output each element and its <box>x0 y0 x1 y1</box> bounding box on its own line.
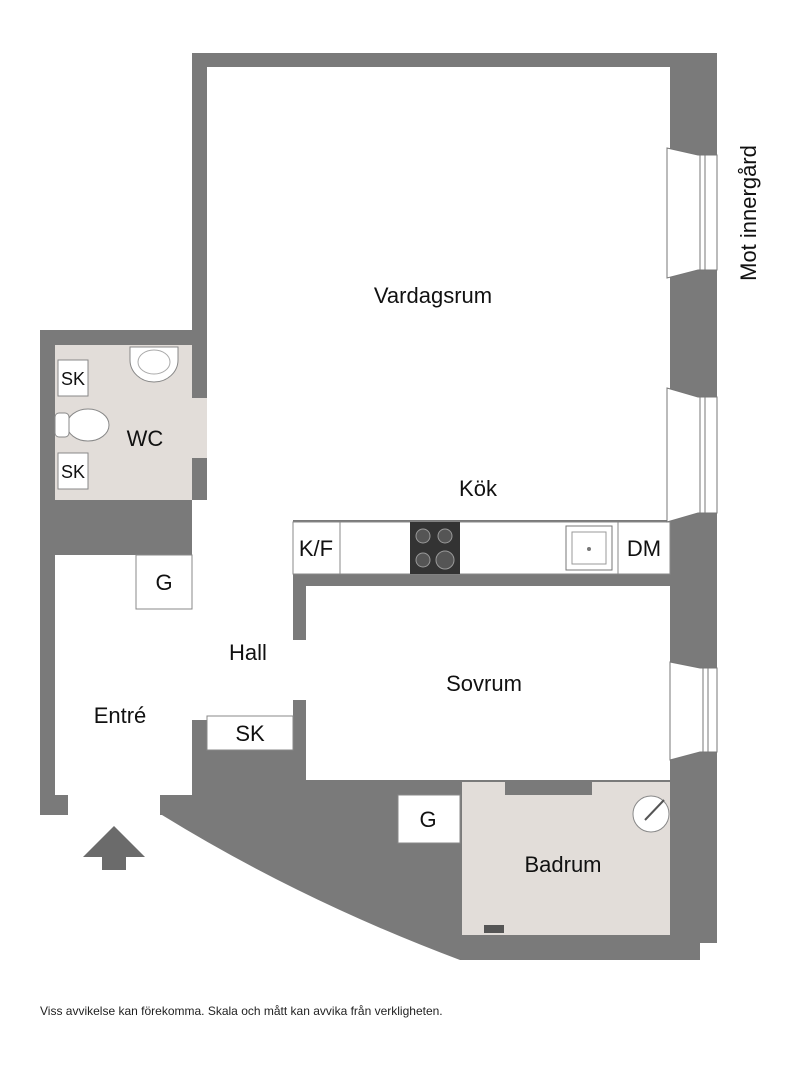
window-2 <box>666 387 718 523</box>
wardrobe-g-bath[interactable] <box>397 794 461 844</box>
room-label-kok: Kök <box>459 476 498 501</box>
room-label-hall: Hall <box>229 640 267 665</box>
fixture-label-g-bath: G <box>419 807 436 832</box>
kitchen-counter[interactable] <box>292 521 671 575</box>
room-label-badrum: Badrum <box>524 852 601 877</box>
wc-sk-bottom[interactable] <box>57 452 89 490</box>
room-label-sovrum: Sovrum <box>446 671 522 696</box>
fixture-label-sk-wc-top: SK <box>61 369 85 389</box>
bathroom-drain <box>484 925 504 933</box>
room-label-wc: WC <box>127 426 164 451</box>
closet-sk-hall[interactable] <box>206 715 294 751</box>
bathroom-floor <box>462 782 670 935</box>
fixture-label-sk-wc-bottom: SK <box>61 462 85 482</box>
fixture-label-sk-hall: SK <box>235 721 265 746</box>
hall-floor <box>192 500 293 720</box>
wc-sk-top[interactable] <box>57 359 89 397</box>
window-3 <box>669 661 718 761</box>
room-label-entre: Entré <box>94 703 147 728</box>
windows <box>666 147 718 761</box>
toilet[interactable] <box>66 408 110 442</box>
fixture-label-kf: K/F <box>299 536 333 561</box>
window-1 <box>666 147 718 279</box>
entrance-arrow-icon <box>83 826 145 870</box>
disclaimer-text: Viss avvikelse kan förekomma. Skala och … <box>40 1004 443 1018</box>
wc-fixtures <box>54 346 179 490</box>
kitchen-fixtures <box>339 522 619 574</box>
fixture-label-dm: DM <box>627 536 661 561</box>
fixture-label-g-entre: G <box>155 570 172 595</box>
wardrobe-g-entre[interactable] <box>135 554 193 610</box>
stove[interactable] <box>410 522 460 574</box>
orientation-label: Mot innergård <box>736 145 761 281</box>
wc-door-gap <box>190 398 207 458</box>
entrance-opening <box>68 795 160 817</box>
room-label-vardagsrum: Vardagsrum <box>374 283 492 308</box>
bathroom-fixtures <box>484 795 670 933</box>
